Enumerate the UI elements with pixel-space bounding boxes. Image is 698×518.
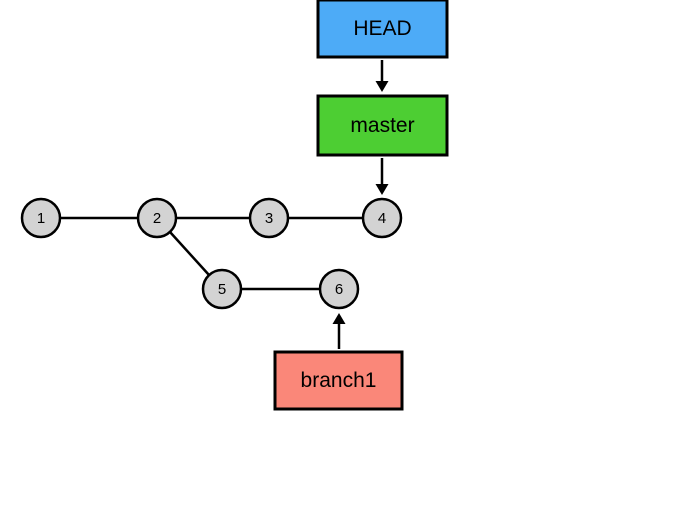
commit-node-4[interactable]: 4 (361, 197, 403, 239)
ref-box-group: HEAD master branch1 (273, 0, 449, 411)
arrow-head-glyph-down-icon (375, 184, 389, 195)
edge-commit-2-to-5 (169, 231, 210, 276)
ref-box-head[interactable]: HEAD (316, 0, 449, 59)
commit-node-label: 6 (335, 281, 343, 298)
commit-node-label: 3 (265, 210, 273, 227)
commit-node-6[interactable]: 6 (318, 268, 360, 310)
arrow-head-glyph-down-icon (375, 81, 389, 92)
commit-node-1[interactable]: 1 (20, 197, 62, 239)
arrow-head-glyph-up-icon (332, 313, 346, 324)
arrow-branch1-to-commit-6 (332, 313, 346, 349)
ref-box-label-head: HEAD (353, 17, 411, 40)
commit-node-label: 1 (37, 210, 45, 227)
commit-node-label: 5 (218, 281, 226, 298)
arrow-master-to-commit-4 (375, 158, 389, 195)
ref-box-master[interactable]: master (316, 94, 449, 157)
commit-node-label: 4 (378, 210, 386, 227)
commit-node-3[interactable]: 3 (248, 197, 290, 239)
ref-box-branch1[interactable]: branch1 (273, 350, 404, 411)
commit-node-label: 2 (153, 210, 161, 227)
commit-node-group: 1 2 3 4 5 6 (20, 197, 403, 310)
commit-node-5[interactable]: 5 (201, 268, 243, 310)
ref-box-label-master: master (350, 114, 414, 137)
commit-node-2[interactable]: 2 (136, 197, 178, 239)
arrow-head-to-master (375, 60, 389, 92)
commit-edge-group (60, 216, 363, 291)
ref-box-label-branch1: branch1 (301, 369, 377, 392)
pointer-arrow-group (332, 60, 389, 349)
